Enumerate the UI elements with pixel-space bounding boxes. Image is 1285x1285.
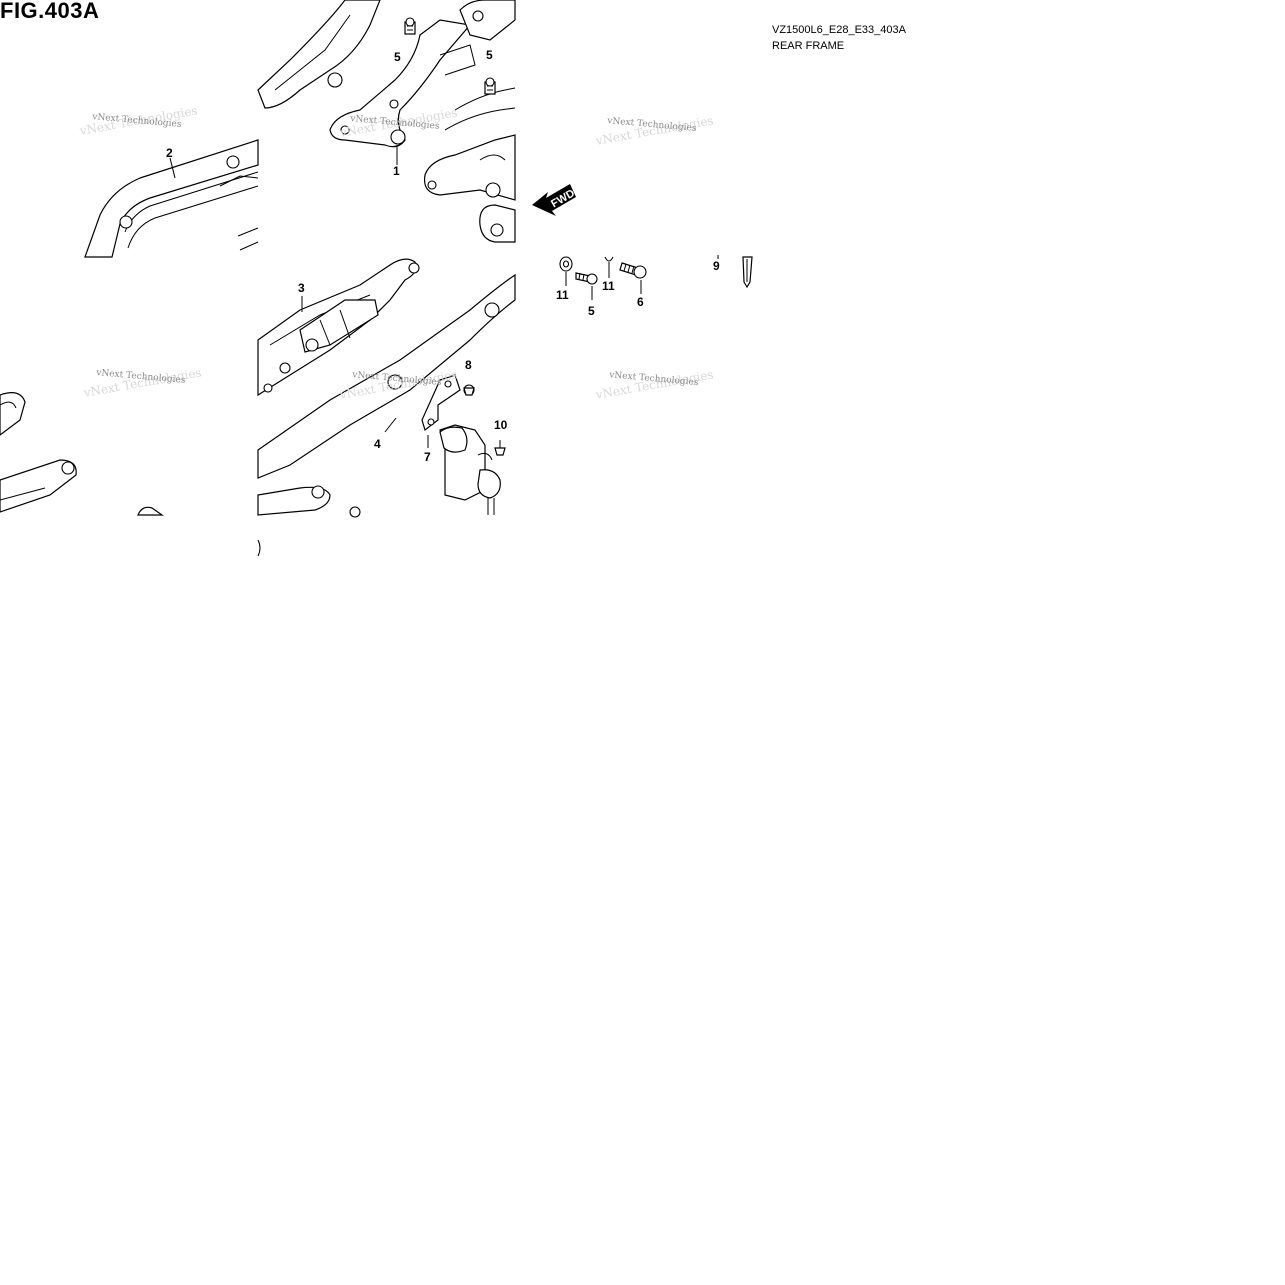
callout-5-right: 5	[486, 48, 493, 62]
callout-4: 4	[374, 437, 381, 451]
figure-reference: VZ1500L6_E28_E33_403A REAR FRAME	[772, 22, 906, 54]
callout-3: 3	[298, 281, 305, 295]
tile-brackets-top-center	[257, 0, 516, 243]
callout-5-upper: 5	[394, 50, 401, 64]
tile-hardware	[559, 255, 753, 300]
callout-5-hardware: 5	[588, 304, 595, 318]
screw-10	[494, 440, 506, 456]
fwd-label: FWD	[549, 187, 577, 210]
callout-7: 7	[424, 450, 431, 464]
tile-rear-frame-center	[257, 258, 516, 557]
tile-rail-fragment-bottom-left	[0, 392, 164, 516]
callout-1: 1	[393, 164, 400, 178]
bolt-5-hardware	[575, 272, 598, 300]
bolt-6	[619, 262, 647, 294]
lock-bracket-7	[421, 374, 461, 432]
washer-11-left	[559, 256, 573, 286]
callout-10: 10	[494, 418, 508, 432]
callout-11-left: 11	[556, 288, 569, 302]
forward-direction-arrow: FWD	[532, 184, 577, 216]
callout-9: 9	[713, 259, 720, 273]
bolt-5-upper	[404, 17, 416, 35]
tile-frame-rail-top-left	[84, 139, 259, 258]
callout-6: 6	[637, 295, 644, 309]
bolt-8	[463, 384, 475, 396]
key-blank-9	[742, 256, 753, 289]
figure-code: VZ1500L6_E28_E33_403A	[772, 24, 906, 36]
callout-11-right: 11	[602, 279, 615, 293]
callout-labels: 1 2 3 4 5 5 5 6 7 8 9 10 11 11	[166, 48, 720, 464]
bolt-5-right	[484, 77, 496, 95]
figure-name: REAR FRAME	[772, 40, 845, 52]
callout-2: 2	[166, 146, 173, 160]
washer-11-right	[604, 256, 614, 278]
watermarks: vNext Technologies vNext Technologies vN…	[78, 103, 715, 402]
callout-8: 8	[465, 358, 472, 372]
figure-title: FIG.403A	[0, 0, 100, 23]
seat-lock-assembly	[439, 424, 501, 515]
